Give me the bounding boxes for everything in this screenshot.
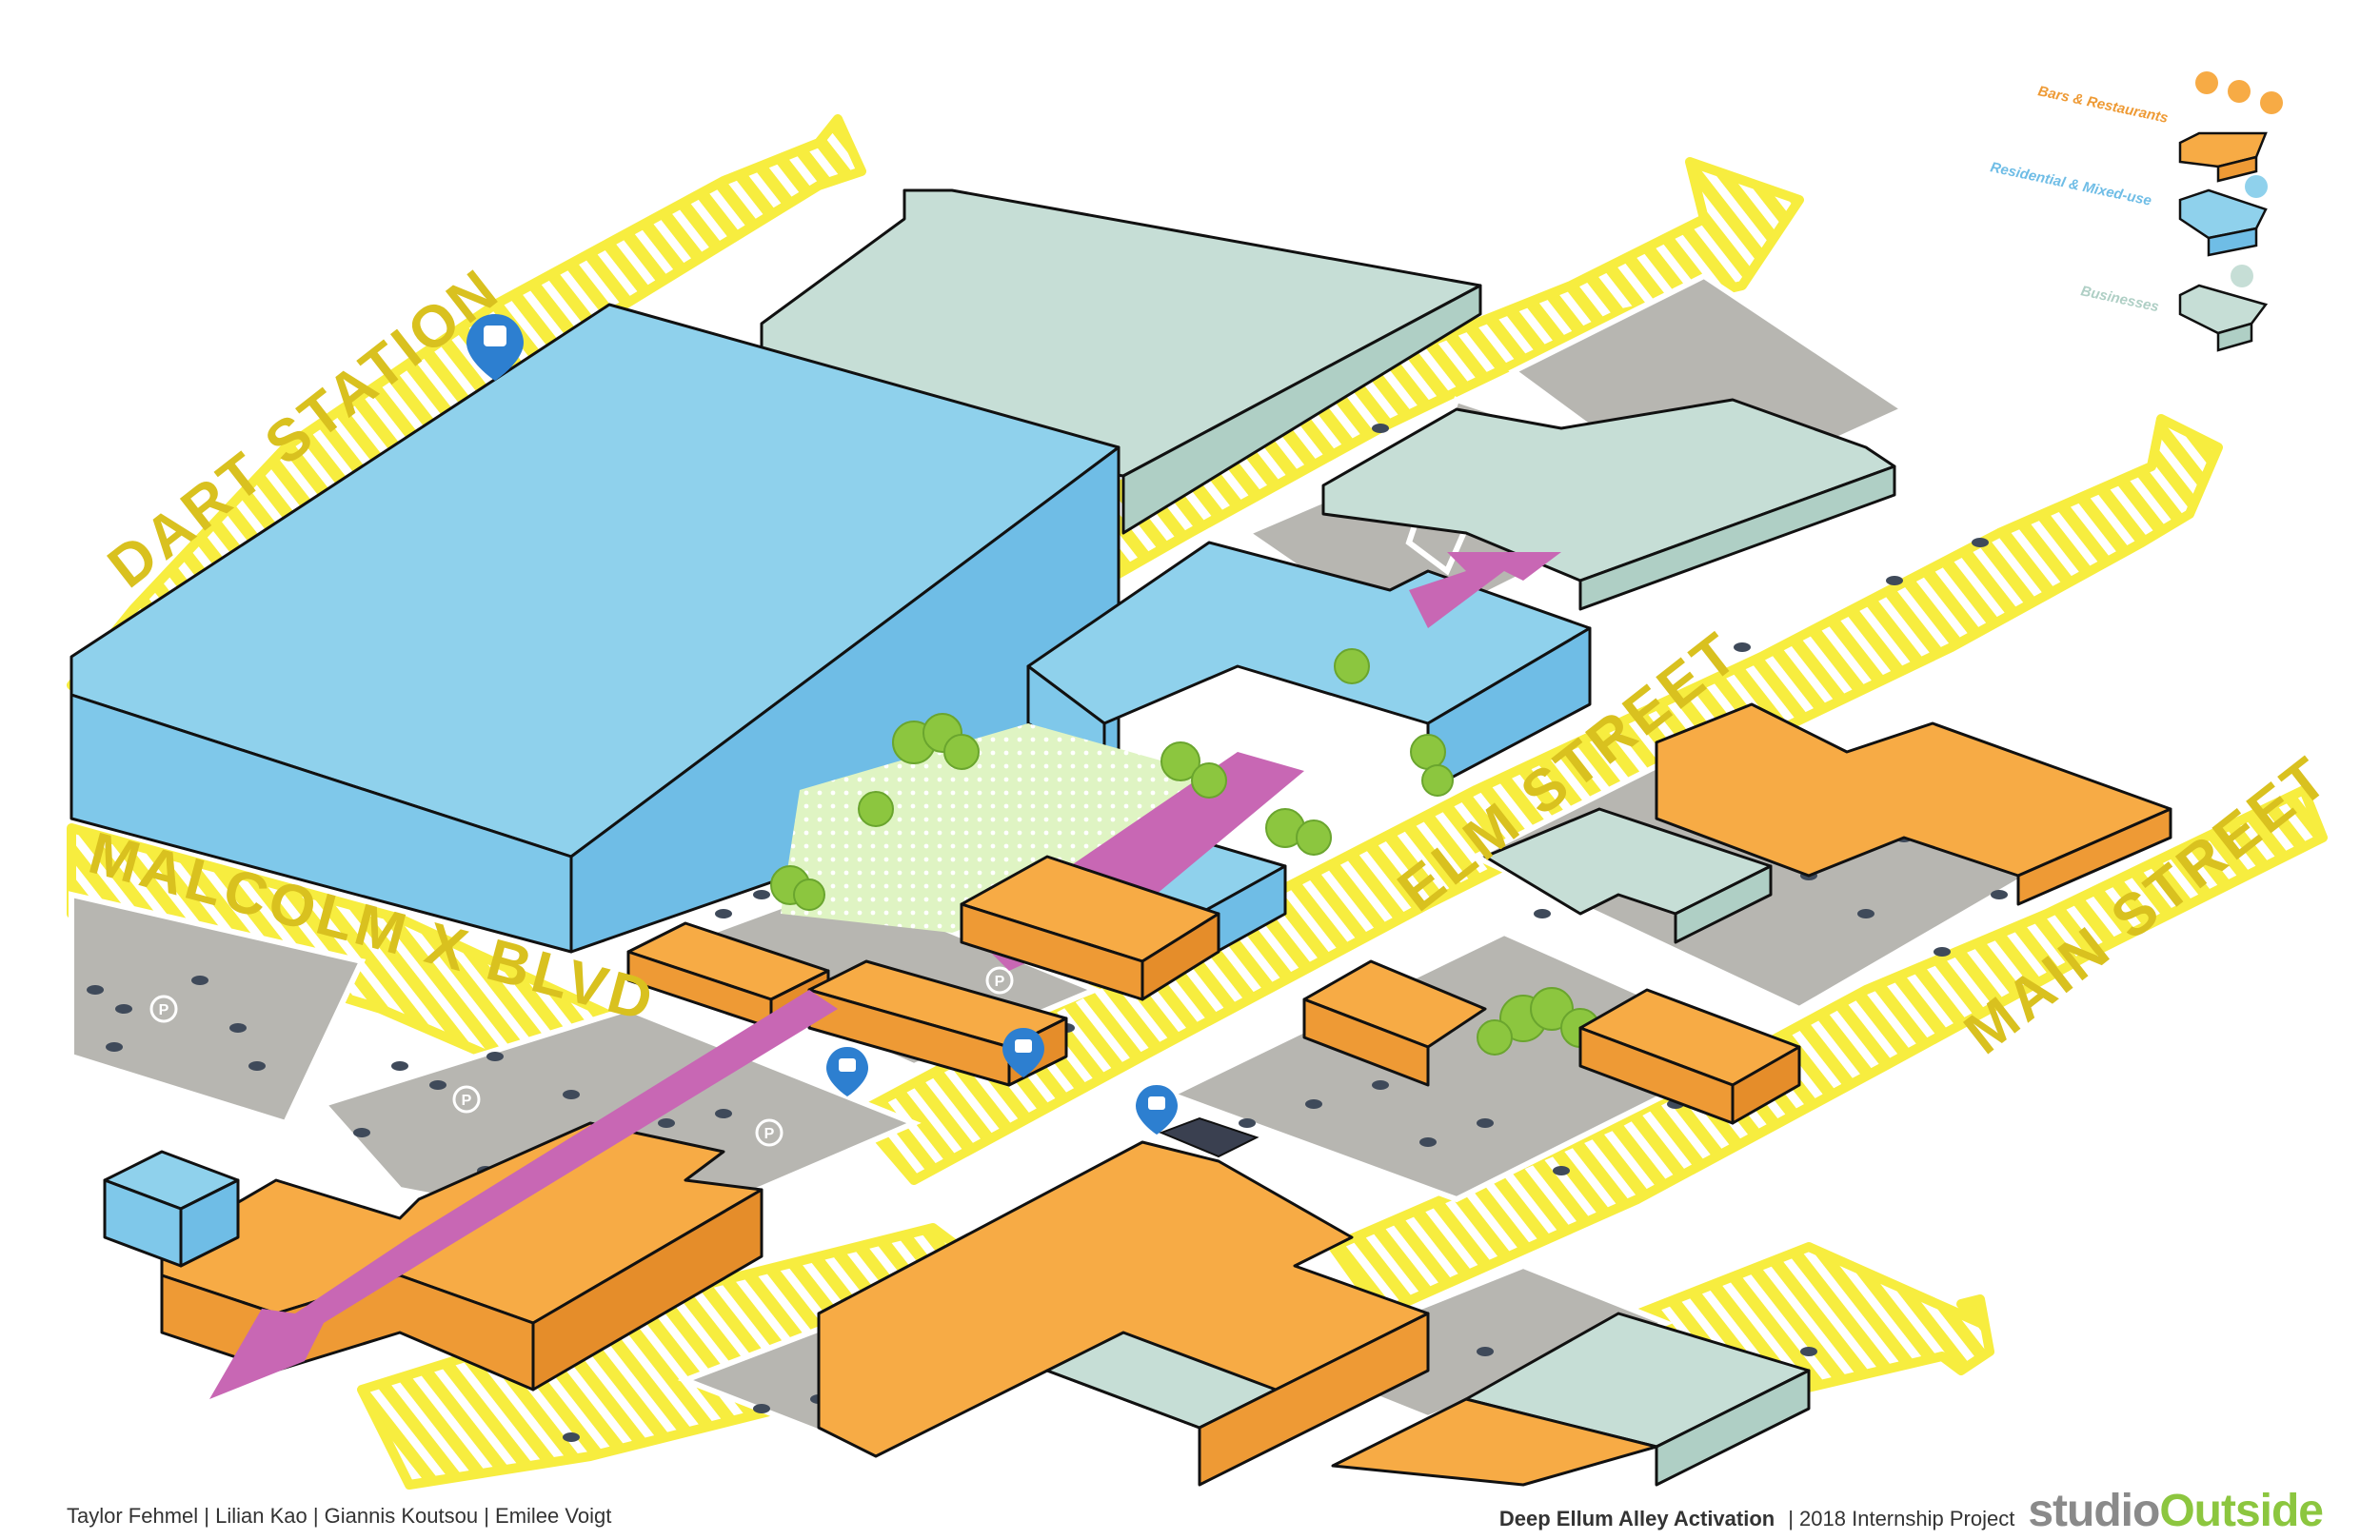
train-station-pin [466, 314, 524, 381]
apartment-icon [2245, 175, 2268, 198]
bus-stop-pin [826, 1047, 868, 1096]
bus-icon [1015, 1039, 1032, 1053]
streetcar [1159, 1116, 1259, 1158]
bus-stop-pin [1136, 1085, 1178, 1135]
bus-icon [839, 1058, 856, 1072]
parking-symbol: P [149, 995, 178, 1023]
alley-arrow-lower-left [209, 990, 838, 1399]
mixed-building-lower [1331, 1312, 1811, 1487]
residential-building-small [103, 1150, 240, 1268]
restaurant-building [1655, 702, 2172, 906]
svg-text:P: P [159, 1002, 169, 1018]
business-building [1483, 807, 1773, 944]
alley-arrow-upper-right [1409, 552, 1561, 628]
parking-symbol: P [755, 1118, 783, 1147]
svg-text:P: P [462, 1093, 472, 1109]
main-street-corridor [852, 414, 2223, 1185]
restaurant-building [1302, 959, 1487, 1087]
cocktail-icon [2195, 71, 2218, 94]
parking-symbol: P [452, 1085, 481, 1114]
utensils-icon [2260, 91, 2283, 114]
restaurant-building-mural [960, 855, 1220, 1001]
burger-icon [2228, 80, 2251, 103]
cross-street-lower [1328, 785, 2328, 1318]
parking-lot [69, 891, 367, 1127]
svg-text:P: P [1295, 736, 1305, 752]
project-subtitle: | 2018 Internship Project [1788, 1507, 2015, 1530]
svg-text:P: P [1671, 974, 1681, 990]
parking-symbol: P [1285, 728, 1314, 757]
footer-authors: Taylor Fehmel | Lilian Kao | Giannis Kou… [67, 1504, 612, 1528]
project-name: Deep Ellum Alley Activation [1498, 1507, 1775, 1530]
transit-pins [466, 314, 1259, 1158]
parking-symbol: P [985, 966, 1014, 995]
parking-symbol: P [1661, 966, 1690, 995]
legend-item-bars-restaurants: Bars & Restaurants [2036, 71, 2283, 183]
storefront-icon [2231, 265, 2253, 287]
alley-arrows [209, 552, 1561, 1399]
train-icon [484, 326, 506, 346]
legend: Bars & Restaurants Residential & Mixed-u… [1989, 71, 2283, 352]
svg-text:P: P [995, 974, 1005, 990]
bus-icon [1148, 1096, 1165, 1110]
legend-item-businesses: Businesses [2079, 265, 2269, 352]
parked-cars [87, 424, 2074, 1442]
studio-outside-logo: studioOutside [2028, 1486, 2324, 1536]
restaurant-building [1578, 988, 1801, 1125]
svg-text:Bars & Restaurants: Bars & Restaurants [2036, 83, 2170, 127]
street-network [67, 114, 2328, 1490]
trees [770, 648, 1600, 1056]
restaurant-building-large [817, 1140, 1430, 1487]
svg-text:Residential & Mixed-use: Residential & Mixed-use [1989, 159, 2152, 209]
business-building [1321, 398, 1896, 611]
bus-stop-pin [1002, 1028, 1044, 1077]
footer-project: Deep Ellum Alley Activation | 2018 Inter… [1498, 1485, 2324, 1537]
elm-street-corridor [1023, 157, 1804, 614]
svg-text:P: P [764, 1126, 775, 1142]
svg-text:Businesses: Businesses [2079, 283, 2160, 315]
